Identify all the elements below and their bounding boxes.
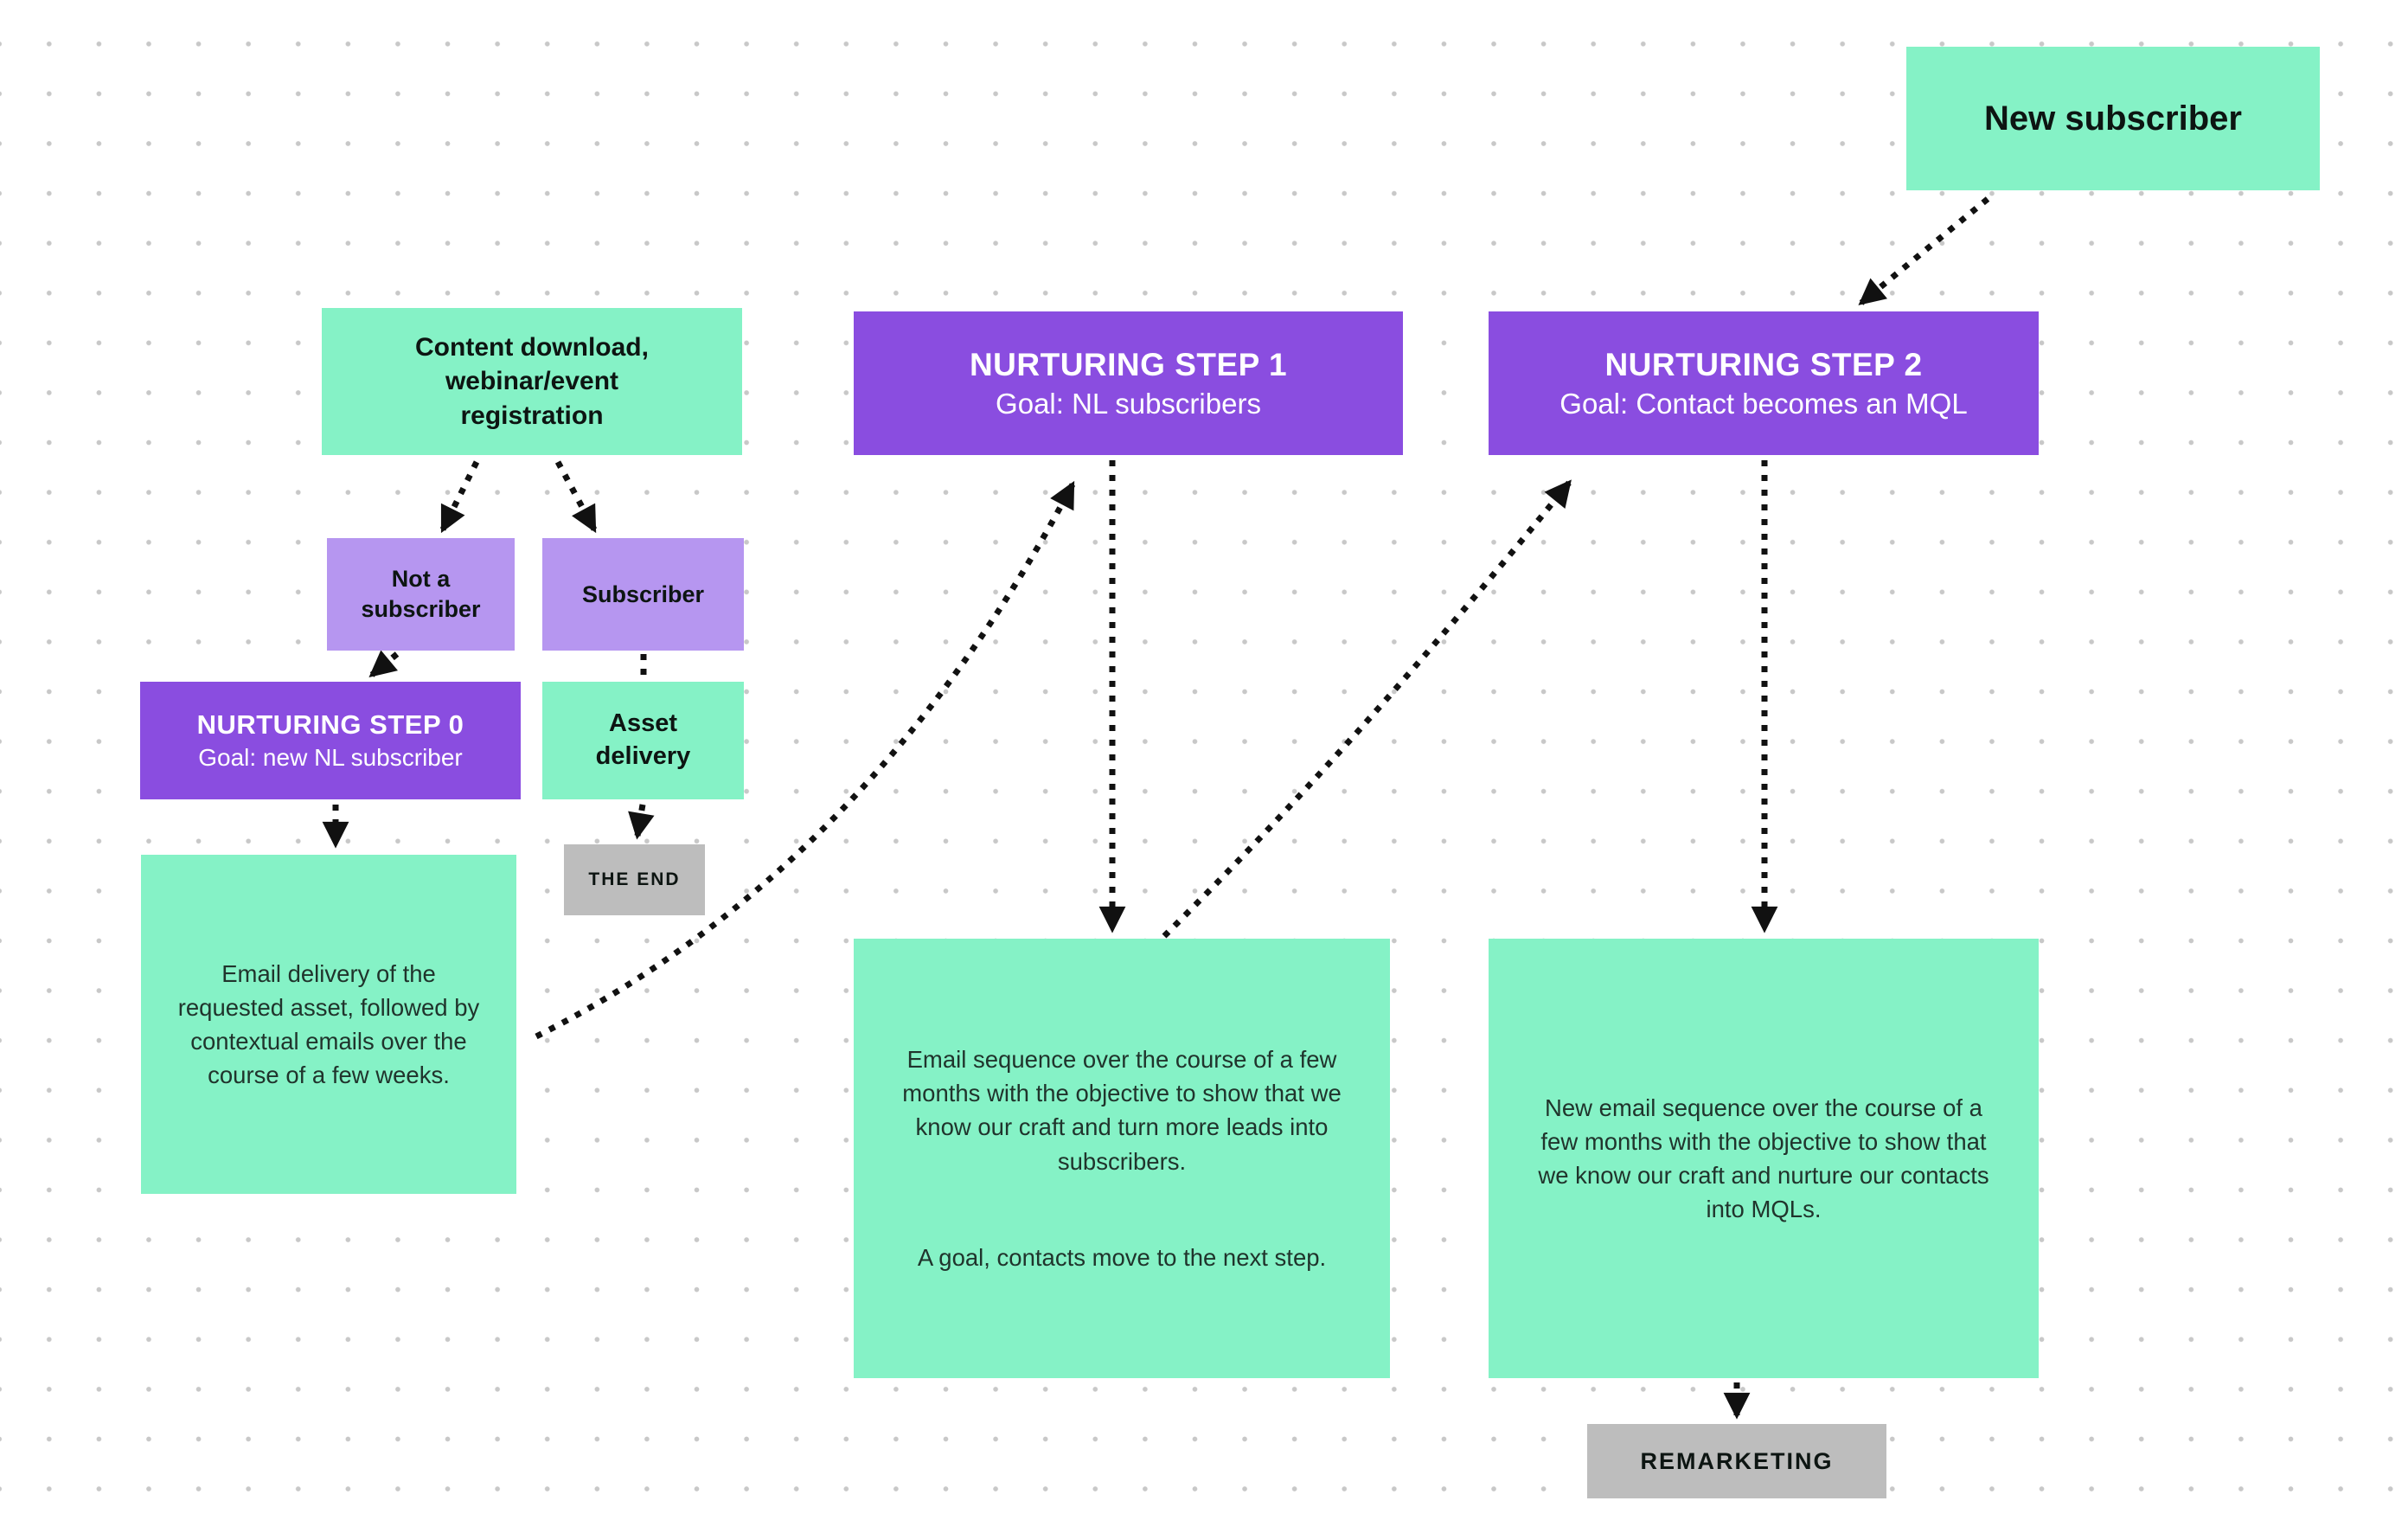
node-new-subscriber-label: New subscriber bbox=[1984, 99, 2242, 138]
node-asset-delivery-label: Asset delivery bbox=[595, 709, 691, 770]
note-step1-paragraph-2: A goal, contacts move to the next step. bbox=[917, 1243, 1327, 1271]
note-step1-paragraph-1: Email sequence over the course of a few … bbox=[902, 1046, 1342, 1175]
node-the-end-label: THE END bbox=[588, 869, 681, 889]
node-content-download-label: Content download, webinar/event registra… bbox=[415, 332, 649, 430]
connector-note1-to-step2[interactable] bbox=[1162, 479, 1572, 939]
note-step2-email-sequence[interactable]: New email sequence over the course of a … bbox=[1489, 939, 2039, 1378]
node-asset-delivery[interactable]: Asset delivery bbox=[542, 682, 744, 799]
node-content-download[interactable]: Content download, webinar/event registra… bbox=[322, 308, 742, 455]
node-not-a-subscriber[interactable]: Not a subscriber bbox=[327, 538, 515, 651]
connector-note0-to-step1[interactable] bbox=[535, 480, 1076, 1040]
node-step0-goal: Goal: new NL subscriber bbox=[198, 743, 463, 771]
note-step1-email-sequence[interactable]: Email sequence over the course of a few … bbox=[854, 939, 1390, 1378]
node-the-end[interactable]: THE END bbox=[564, 844, 705, 915]
node-not-a-subscriber-label: Not a subscriber bbox=[361, 565, 481, 622]
node-new-subscriber[interactable]: New subscriber bbox=[1906, 47, 2320, 190]
connector-asset-to-the-end[interactable] bbox=[628, 804, 655, 840]
node-step2-title: NURTURING STEP 2 bbox=[1604, 347, 1923, 383]
node-nurturing-step-0[interactable]: NURTURING STEP 0 Goal: new NL subscriber bbox=[140, 682, 521, 799]
note-step0-text: Email delivery of the requested asset, f… bbox=[177, 959, 480, 1089]
node-remarketing[interactable]: REMARKETING bbox=[1587, 1424, 1886, 1498]
node-subscriber-label: Subscriber bbox=[581, 580, 705, 607]
node-nurturing-step-2[interactable]: NURTURING STEP 2 Goal: Contact becomes a… bbox=[1489, 311, 2039, 455]
node-subscriber[interactable]: Subscriber bbox=[542, 538, 744, 651]
connector-content-to-not-subscriber[interactable] bbox=[439, 460, 480, 534]
note-step2-text: New email sequence over the course of a … bbox=[1538, 1094, 1989, 1223]
node-step2-goal: Goal: Contact becomes an MQL bbox=[1559, 387, 1968, 420]
connector-content-to-subscriber[interactable] bbox=[554, 460, 598, 534]
note-step0-email-delivery[interactable]: Email delivery of the requested asset, f… bbox=[141, 855, 516, 1194]
connector-not-subscriber-to-step0[interactable] bbox=[368, 650, 400, 677]
node-nurturing-step-1[interactable]: NURTURING STEP 1 Goal: NL subscribers bbox=[854, 311, 1403, 455]
node-step1-goal: Goal: NL subscribers bbox=[996, 387, 1261, 420]
node-step0-title: NURTURING STEP 0 bbox=[196, 709, 464, 741]
node-step1-title: NURTURING STEP 1 bbox=[969, 347, 1288, 383]
node-remarketing-label: REMARKETING bbox=[1640, 1447, 1834, 1474]
connector-new-subscriber-to-step2[interactable] bbox=[1858, 196, 1990, 305]
